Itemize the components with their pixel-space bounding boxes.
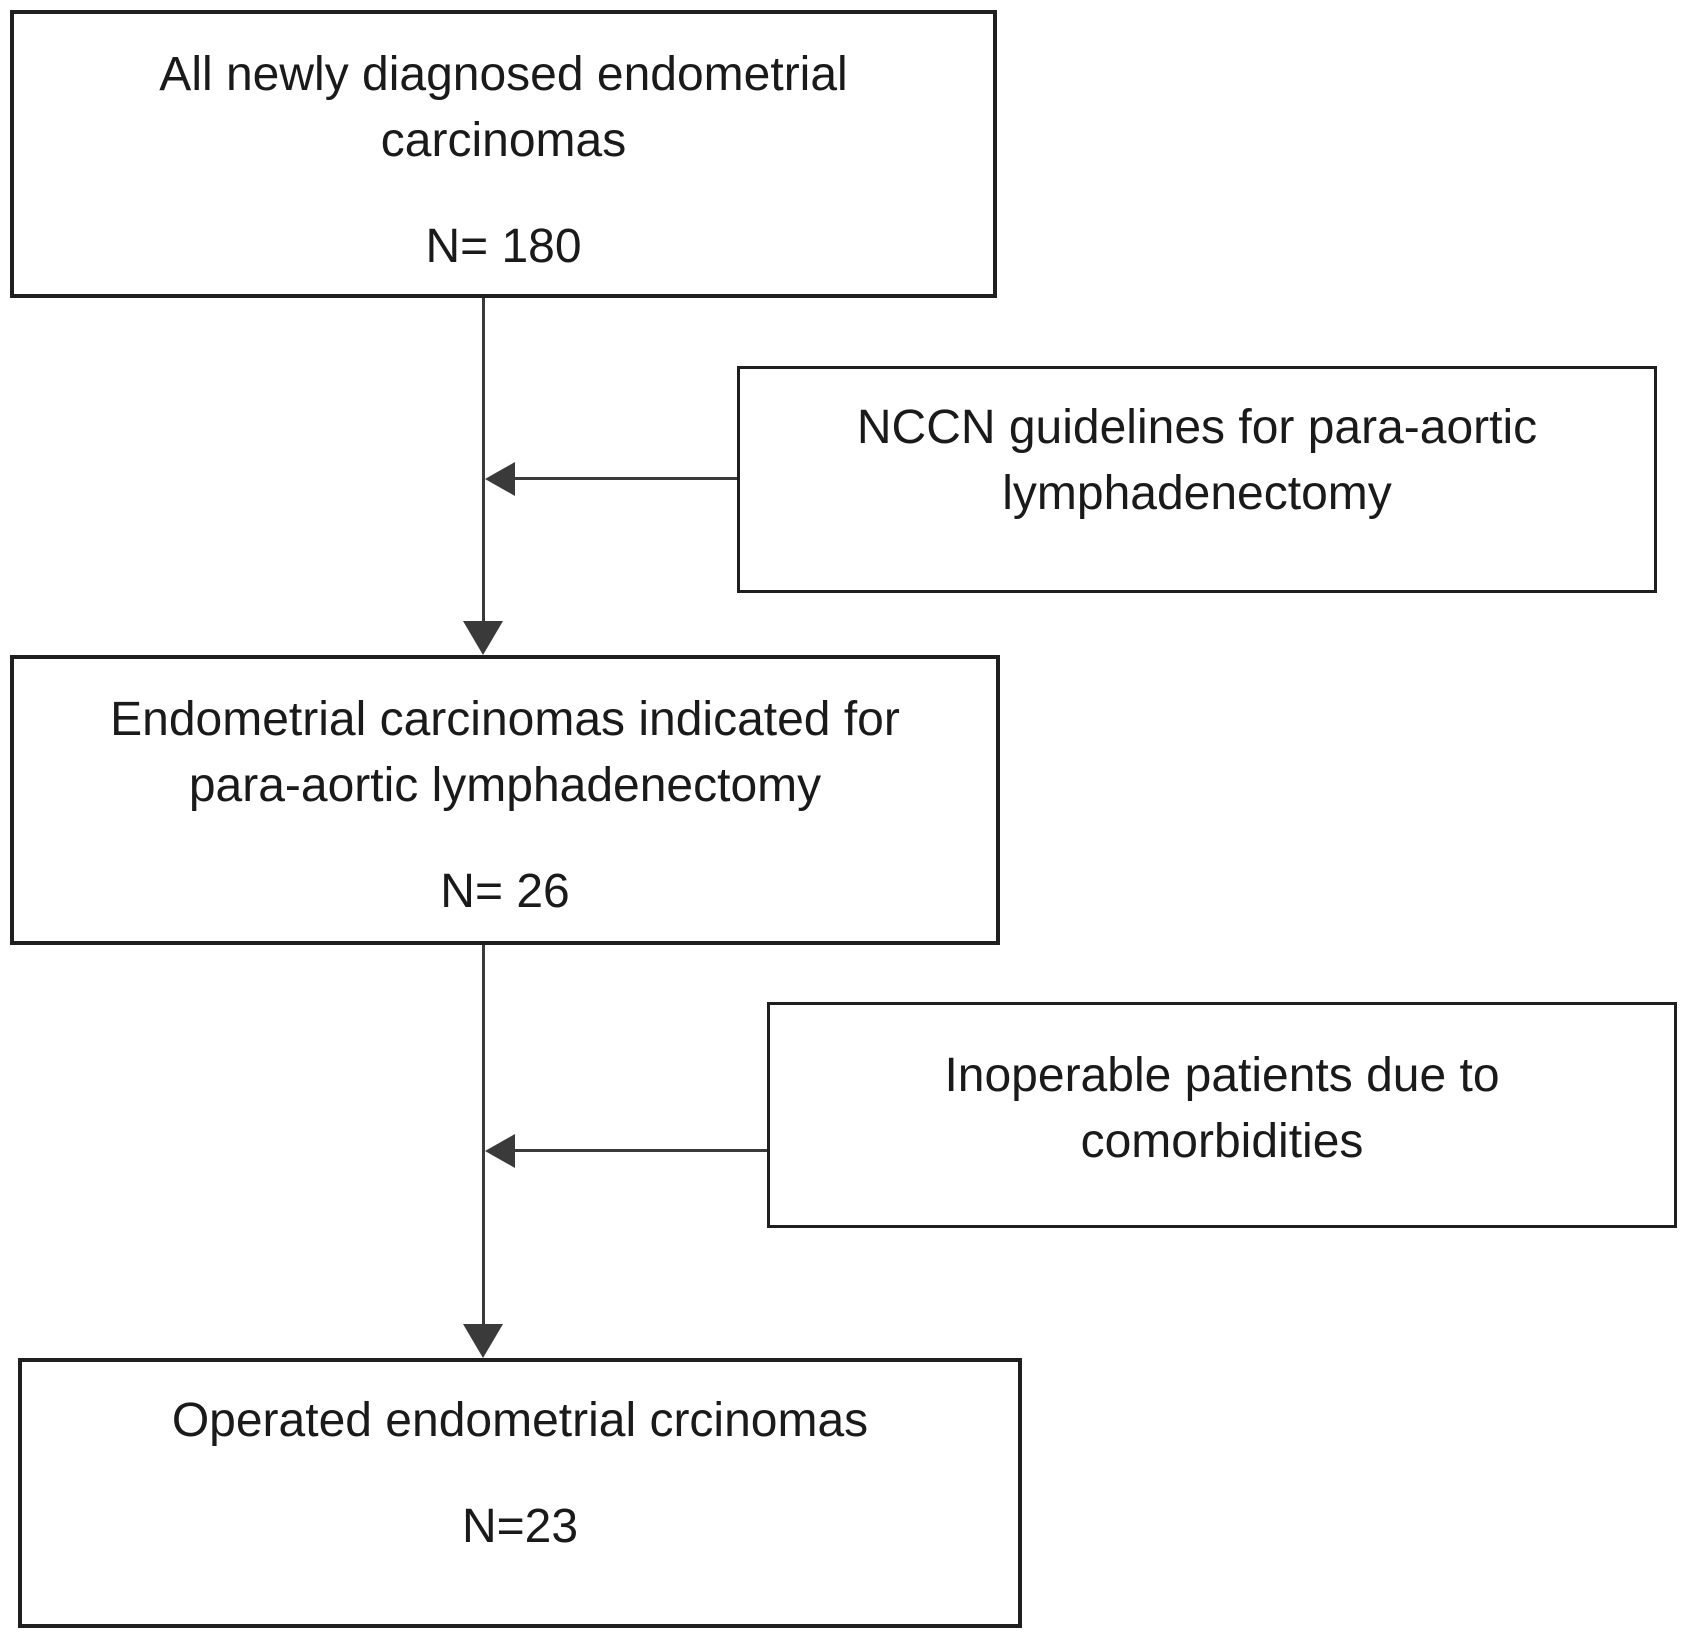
count-label: N= 180 <box>425 220 582 273</box>
connector-horizontal-inoperable <box>512 1149 767 1152</box>
connector-horizontal-nccn <box>512 477 737 480</box>
node-label-line: lymphadenectomy <box>1002 467 1392 520</box>
arrowhead-left-icon <box>485 462 515 496</box>
node-label-line: All newly diagnosed endometrial <box>159 48 848 101</box>
node-label-line: para-aortic lymphadenectomy <box>188 759 822 812</box>
node-label-line: Endometrial carcinomas indicated for <box>110 693 900 746</box>
node-label-line: NCCN guidelines for para-aortic <box>856 401 1538 454</box>
node-operated-carcinomas: Operated endometrial crcinomas N=23 <box>18 1358 1022 1628</box>
node-inoperable-patients: Inoperable patients due to comorbidities <box>767 1002 1677 1228</box>
node-all-newly-diagnosed: All newly diagnosed endometrial carcinom… <box>10 10 997 298</box>
node-label-line: Inoperable patients due to <box>944 1049 1500 1102</box>
node-indicated-carcinomas: Endometrial carcinomas indicated for par… <box>10 655 1000 945</box>
node-label-line: Operated endometrial crcinomas <box>171 1394 869 1447</box>
arrowhead-down-icon <box>463 1324 503 1358</box>
arrowhead-down-icon <box>463 621 503 655</box>
node-label-line: comorbidities <box>1080 1115 1364 1168</box>
node-label-line: carcinomas <box>380 114 627 167</box>
arrowhead-left-icon <box>485 1134 515 1168</box>
count-label: N=23 <box>461 1500 579 1553</box>
node-nccn-guidelines: NCCN guidelines for para-aortic lymphade… <box>737 366 1657 593</box>
connector-vertical-top <box>482 298 485 625</box>
connector-vertical-bottom <box>482 945 485 1326</box>
count-label: N= 26 <box>440 865 570 918</box>
